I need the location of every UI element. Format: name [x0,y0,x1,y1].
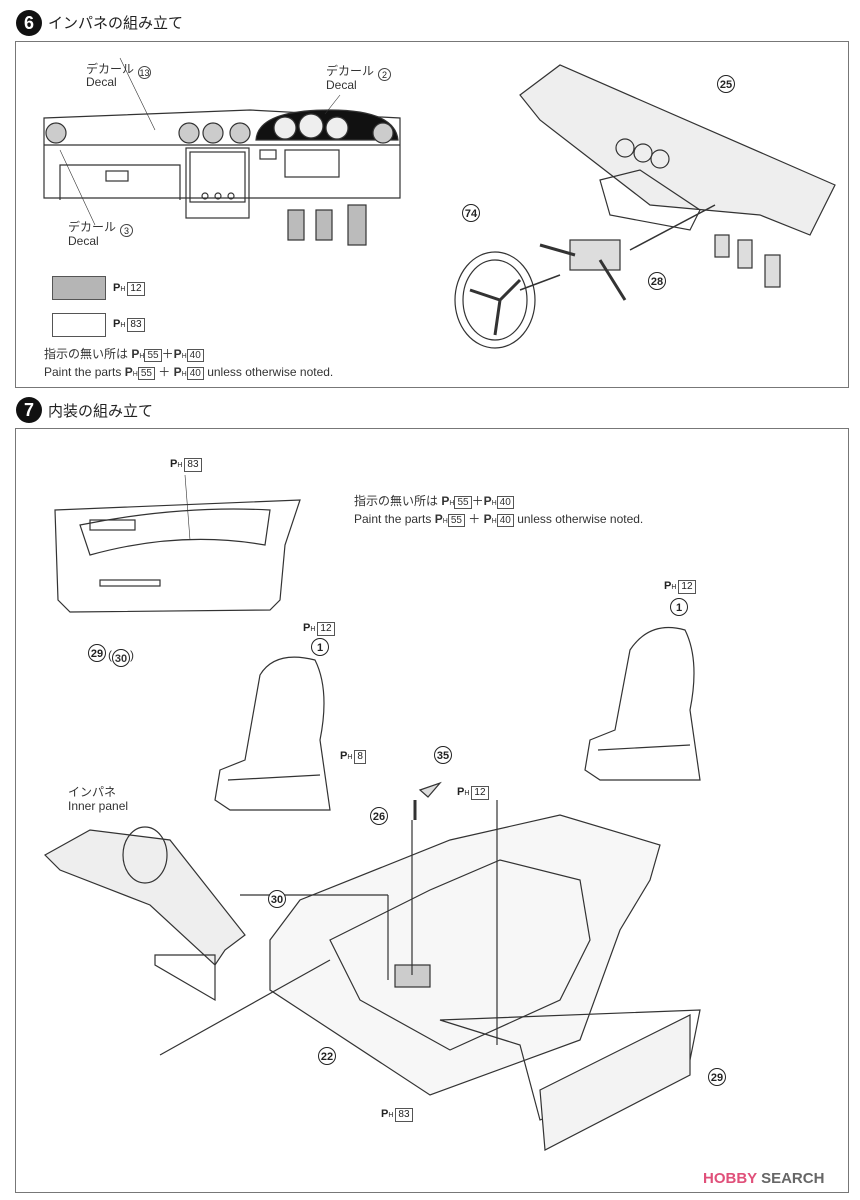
part-29-side: 29 [708,1068,726,1086]
seat-right [584,626,701,781]
step-7-title: 内装の組み立て [48,402,154,420]
seat-left [214,656,331,811]
part-26: 26 [370,807,388,825]
part-29: 29 [88,644,106,662]
part-30-alt: (30) [108,648,134,667]
step-6-title: インパネの組み立て [48,14,184,32]
decal-13-jp: デカール [86,62,135,76]
part-1-left: 1 [311,638,329,656]
decal-2-en: Decal [326,78,357,92]
decal-13-en: Decal [86,75,117,89]
step-7-number: 7 [16,397,42,423]
decal-2-number: 2 [378,68,391,81]
floor-tub [159,781,701,1151]
legend-swatch-white [52,313,106,337]
decal-13-number: 13 [138,66,151,79]
door-panel [54,474,301,613]
part-74: 74 [462,204,480,222]
part-22: 22 [318,1047,336,1065]
part-35: 35 [434,746,452,764]
decal-3-number: 3 [120,224,133,237]
dashboard-front-view [43,57,401,246]
step-6-number: 6 [16,10,42,36]
part-1-right: 1 [670,598,688,616]
dashboard-perspective-view [454,64,836,349]
inner-panel [44,826,246,1002]
step-7-frame [15,428,849,1193]
part-30: 30 [268,890,286,908]
part-25: 25 [717,75,735,93]
decal-3-en: Decal [68,234,99,248]
decal-2-jp: デカール [326,64,375,78]
decal-3-jp: デカール [68,220,117,234]
legend-swatch-gray [52,276,106,300]
hobby-search-watermark: HOBBY SEARCH [703,1170,825,1187]
step-6-frame [15,41,849,388]
inner-panel-en: Inner panel [68,799,129,813]
part-28: 28 [648,272,666,290]
inner-panel-jp: インパネ [68,785,117,799]
